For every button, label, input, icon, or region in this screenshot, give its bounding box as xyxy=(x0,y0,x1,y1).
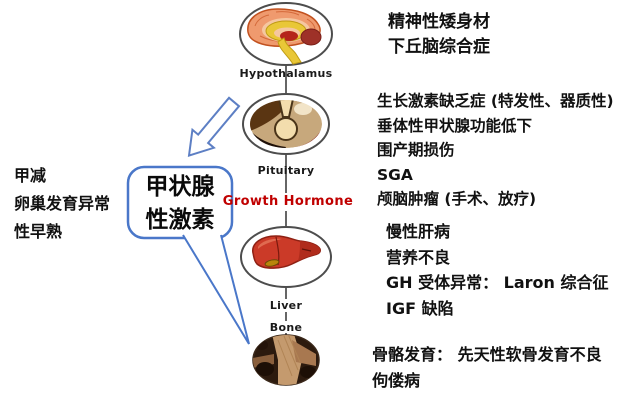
note-gh-deficiency: 生长激素缺乏症 (特发性、器质性) xyxy=(377,92,614,110)
growth-hormone-label: Growth Hormone xyxy=(222,194,354,209)
note-rickets: 佝偻病 xyxy=(372,371,421,390)
bone-illustration xyxy=(252,334,320,386)
left-note-precocious-puberty: 性早熟 xyxy=(14,222,63,241)
left-note-ovarian-dysgenesis: 卵巢发育异常 xyxy=(14,194,111,213)
pituitary-label: Pituitary xyxy=(257,164,315,177)
callout-line-2: 性激素 xyxy=(145,207,215,233)
note-psychosocial-short-stature: 精神性矮身材 xyxy=(388,12,490,32)
pituitary-notes-block: 生长激素缺乏症 (特发性、器质性) 垂体性甲状腺功能低下 围产期损伤 SGA 颅… xyxy=(377,89,614,212)
pituitary-illustration xyxy=(242,93,330,155)
left-note-hypothyroidism: 甲减 xyxy=(14,166,47,185)
liver-illustration xyxy=(240,226,332,288)
note-brain-tumor: 颅脑肿瘤 (手术、放疗) xyxy=(377,190,537,208)
note-chronic-liver-disease: 慢性肝病 xyxy=(386,222,451,241)
note-gh-receptor-laron: GH 受体异常： Laron 综合征 xyxy=(386,273,609,292)
liver-label: Liver xyxy=(269,299,303,312)
left-notes-block: 甲减 卵巢发育异常 性早熟 xyxy=(14,162,110,246)
bone-label: Bone xyxy=(269,321,303,334)
liver-notes-block: 慢性肝病 营养不良 GH 受体异常： Laron 综合征 IGF 缺陷 xyxy=(386,219,609,321)
note-skeletal-dysplasia: 骨骼发育： 先天性软骨发育不良 xyxy=(372,345,602,364)
hypothalamus-notes-block: 精神性矮身材 下丘脑综合症 xyxy=(388,10,490,60)
hypothalamus-label: Hypothalamus xyxy=(239,67,333,80)
callout-line-1: 甲状腺 xyxy=(145,174,215,200)
bone-notes-block: 骨骼发育： 先天性软骨发育不良 佝偻病 xyxy=(372,342,602,394)
note-igf-deficiency: IGF 缺陷 xyxy=(386,298,454,318)
blue-arrow-icon xyxy=(187,96,241,158)
note-perinatal-injury: 围产期损伤 xyxy=(377,141,455,159)
note-sga: SGA xyxy=(377,165,413,184)
note-malnutrition: 营养不良 xyxy=(386,247,451,267)
callout-bubble xyxy=(126,165,250,345)
note-hypothalamic-syndrome: 下丘脑综合症 xyxy=(388,37,490,57)
brain-illustration xyxy=(239,2,333,66)
note-pituitary-hypothyroidism: 垂体性甲状腺功能低下 xyxy=(377,116,533,135)
thyroid-hormone-callout-text: 甲状腺 性激素 xyxy=(128,172,232,236)
